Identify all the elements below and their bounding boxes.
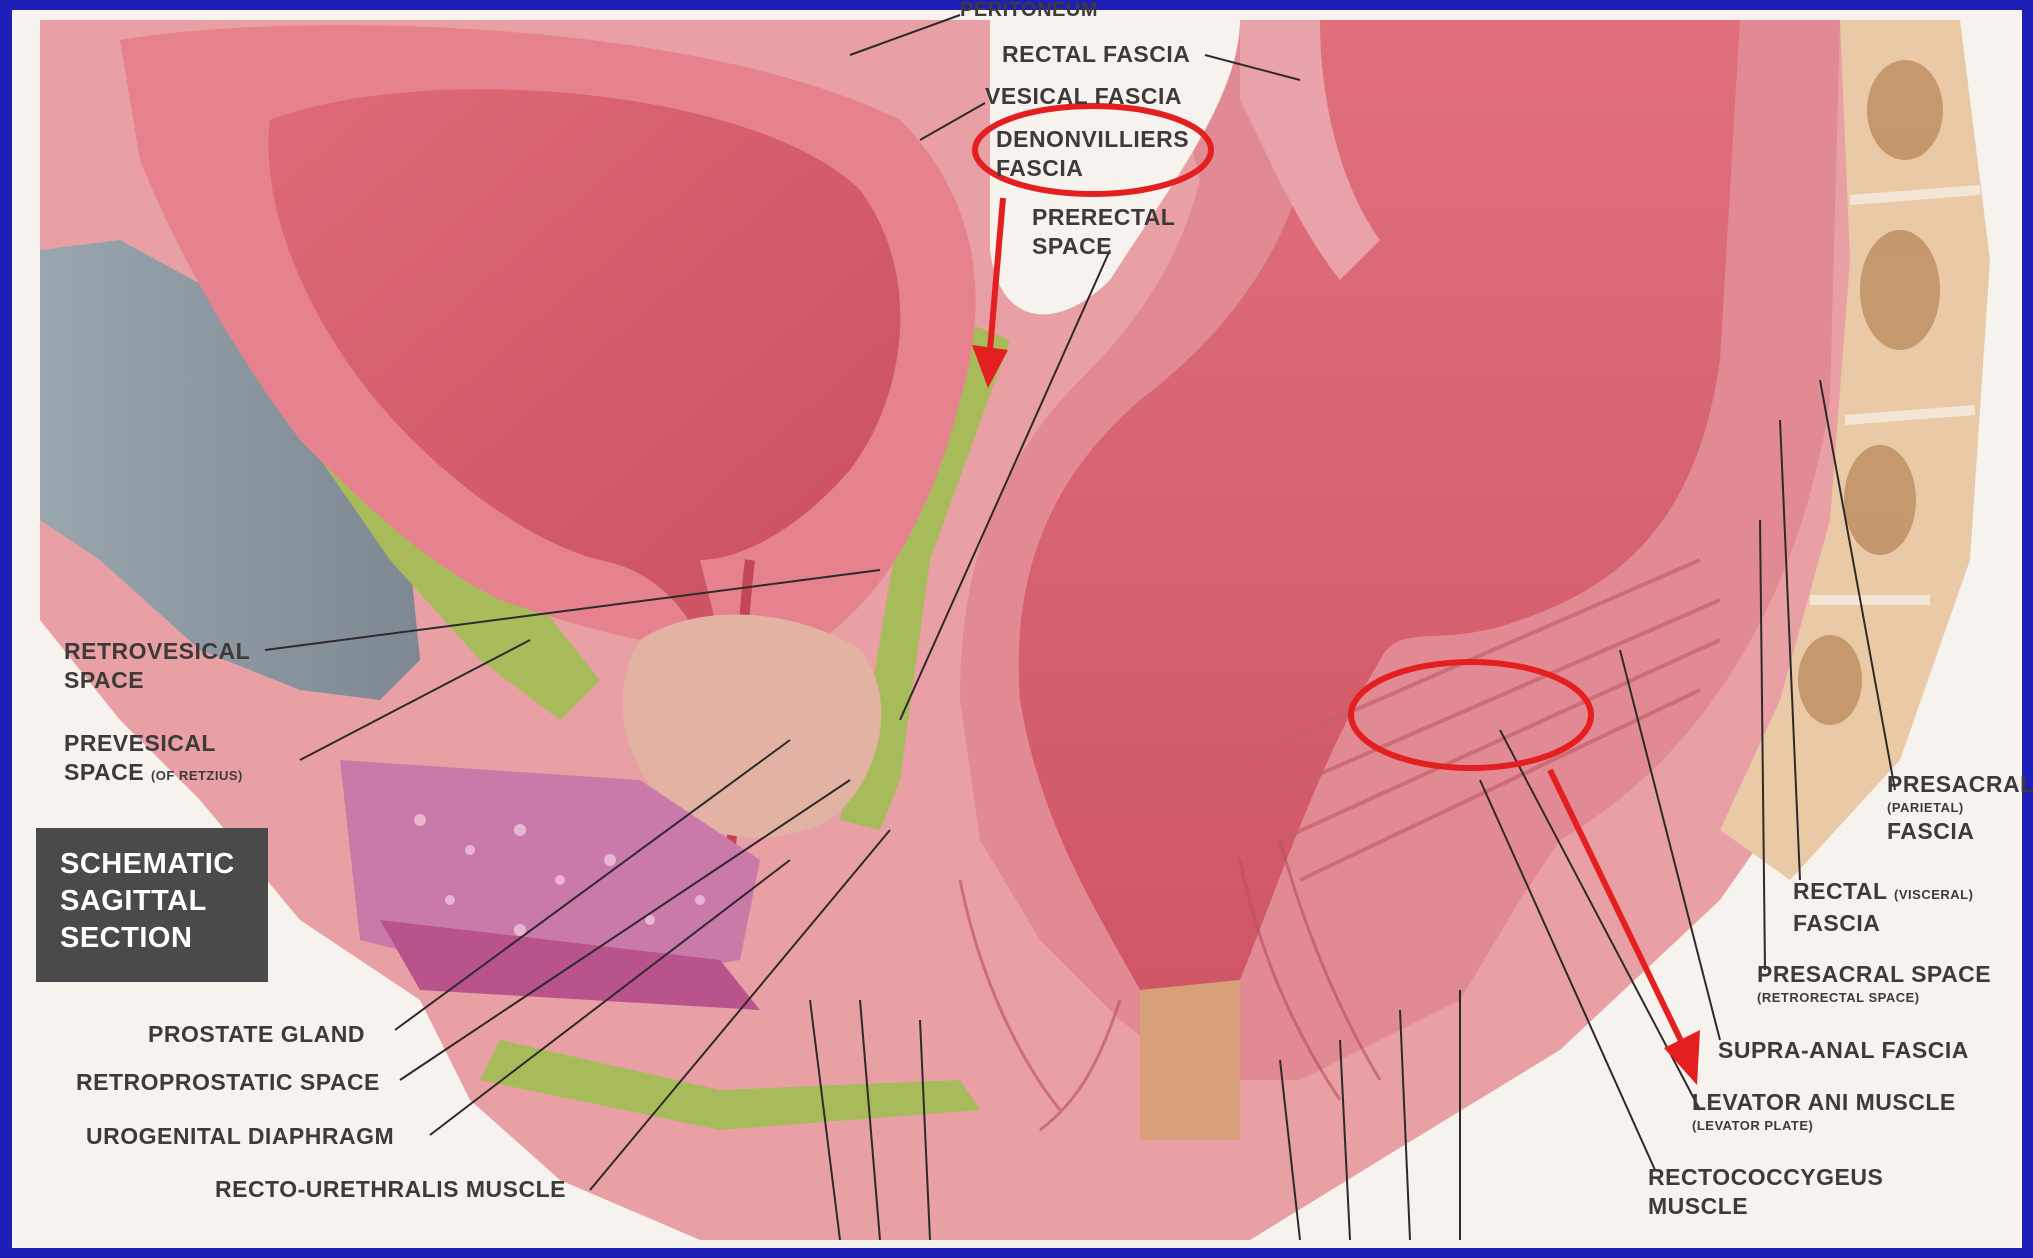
- label-levator-ani-muscle: LEVATOR ANI MUSCLE (LEVATOR PLATE): [1692, 1088, 1956, 1135]
- schematic-line2: SAGITTAL: [60, 883, 235, 920]
- label-prerectal-line1: PRERECTAL: [1032, 203, 1175, 232]
- label-retrovesical-line1: RETROVESICAL: [64, 637, 250, 666]
- label-denonvilliers-line2: FASCIA: [996, 154, 1189, 183]
- label-rectococcygeus-line2: MUSCLE: [1648, 1192, 1883, 1221]
- label-urogenital-diaphragm: UROGENITAL DIAPHRAGM: [86, 1122, 394, 1151]
- label-presacral-fascia: PRESACRAL (PARIETAL) FASCIA: [1887, 770, 2033, 846]
- label-levator-ani-sub: (LEVATOR PLATE): [1692, 1117, 1956, 1135]
- label-retroprostatic-space: RETROPROSTATIC SPACE: [76, 1068, 380, 1097]
- label-rectal-visceral-sub: (VISCERAL): [1894, 887, 1973, 902]
- label-rectal-visceral-line2: FASCIA: [1793, 909, 1973, 938]
- label-rectal-visceral-line1: RECTAL: [1793, 878, 1887, 904]
- label-presacral-space-sub: (RETRORECTAL SPACE): [1757, 989, 1991, 1007]
- label-presacral-space: PRESACRAL SPACE (RETRORECTAL SPACE): [1757, 960, 1991, 1007]
- label-retrovesical-space: RETROVESICAL SPACE: [64, 637, 250, 695]
- schematic-sagittal-section-box: SCHEMATIC SAGITTAL SECTION: [36, 828, 268, 982]
- label-retrovesical-line2: SPACE: [64, 666, 250, 695]
- label-denonvilliers-line1: DENONVILLIERS: [996, 125, 1189, 154]
- label-presacral-fascia-line3: FASCIA: [1887, 817, 2033, 846]
- schematic-line1: SCHEMATIC: [60, 846, 235, 883]
- label-rectococcygeus-muscle: RECTOCOCCYGEUS MUSCLE: [1648, 1163, 1883, 1221]
- label-prevesical-space: PREVESICAL SPACE (OF RETZIUS): [64, 729, 243, 790]
- schematic-line3: SECTION: [60, 920, 235, 957]
- label-prerectal-line2: SPACE: [1032, 232, 1175, 261]
- vertebra-4: [1798, 635, 1862, 725]
- anal-canal: [1140, 980, 1240, 1140]
- label-rectal-fascia: RECTAL FASCIA: [1002, 40, 1190, 69]
- label-levator-ani-line1: LEVATOR ANI MUSCLE: [1692, 1088, 1956, 1117]
- label-presacral-fascia-line1: PRESACRAL: [1887, 770, 2033, 799]
- vertebra-2: [1860, 230, 1940, 350]
- label-supra-anal-fascia: SUPRA-ANAL FASCIA: [1718, 1036, 1969, 1065]
- label-vesical-fascia: VESICAL FASCIA: [985, 82, 1182, 111]
- label-prevesical-sub: (OF RETZIUS): [151, 768, 243, 783]
- label-denonvilliers-fascia: DENONVILLIERS FASCIA: [996, 125, 1189, 183]
- vertebra-1: [1867, 60, 1943, 160]
- label-rectococcygeus-line1: RECTOCOCCYGEUS: [1648, 1163, 1883, 1192]
- label-prerectal-space: PRERECTAL SPACE: [1032, 203, 1175, 261]
- schematic-title: SCHEMATIC SAGITTAL SECTION: [60, 846, 235, 957]
- label-presacral-fascia-sub: (PARIETAL): [1887, 799, 2033, 817]
- vertebra-3: [1844, 445, 1916, 555]
- label-prevesical-line2: SPACE: [64, 759, 144, 785]
- label-prevesical-line1: PREVESICAL: [64, 729, 243, 758]
- label-prostate-gland: PROSTATE GLAND: [148, 1020, 365, 1049]
- label-rectal-visceral-fascia: RECTAL (VISCERAL) FASCIA: [1793, 877, 1973, 938]
- label-peritoneum: PERITONEUM: [960, 0, 1098, 20]
- label-presacral-space-line1: PRESACRAL SPACE: [1757, 960, 1991, 989]
- label-recto-urethralis-muscle: RECTO-URETHRALIS MUSCLE: [215, 1175, 566, 1204]
